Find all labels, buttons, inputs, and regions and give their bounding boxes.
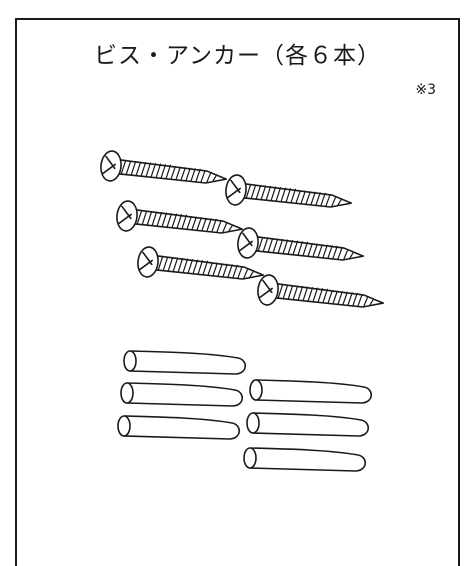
screw (98, 149, 229, 194)
anchor (249, 379, 373, 404)
anchor (246, 412, 370, 437)
anchor (120, 382, 244, 407)
parts-panel: ビス・アンカー（各６本） ※3 (15, 18, 460, 566)
screw (255, 273, 386, 318)
screw (235, 226, 366, 271)
screw (223, 173, 354, 218)
screw (114, 199, 245, 244)
anchor (117, 415, 241, 440)
anchor (123, 350, 247, 375)
anchor (243, 447, 367, 472)
parts-title: ビス・アンカー（各６本） (93, 43, 382, 69)
footnote-mark: ※3 (415, 82, 436, 98)
